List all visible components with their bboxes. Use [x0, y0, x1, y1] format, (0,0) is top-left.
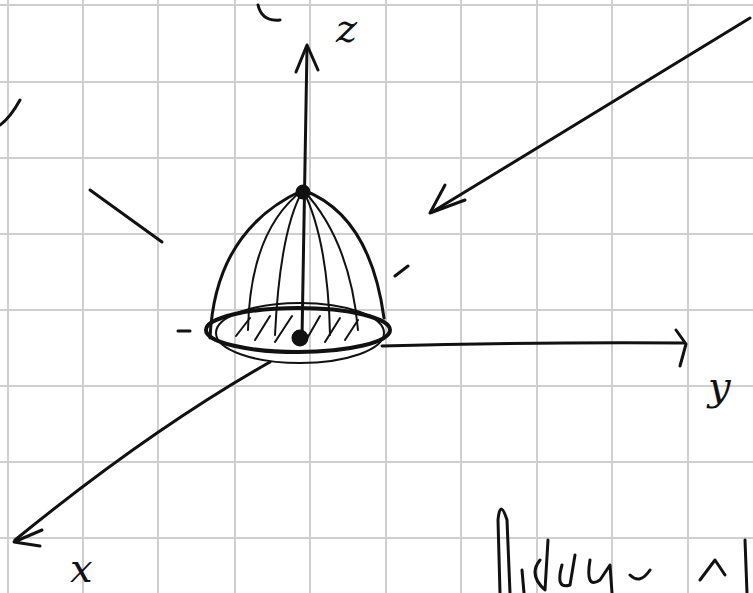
- cropped-handwriting: [498, 509, 747, 593]
- dome-outline: [210, 190, 384, 338]
- axis-label: x: [70, 548, 93, 588]
- y-arrowhead: [676, 330, 686, 366]
- x-axis: [15, 362, 270, 540]
- stray-stroke: [0, 100, 20, 125]
- origin-dot: [293, 331, 307, 345]
- pointer-arrow: [432, 18, 750, 212]
- pointer-arrowhead: [430, 185, 465, 213]
- stray-stroke: [90, 190, 162, 242]
- x-arrowhead: [14, 530, 42, 546]
- dome-meridians: [248, 190, 358, 335]
- apex-dot: [297, 186, 309, 198]
- base-disk-outline: [216, 303, 384, 363]
- stray-stroke: [258, 5, 280, 20]
- axis-label: y: [708, 366, 731, 406]
- axis-label: z: [336, 8, 357, 48]
- z-arrowhead: [296, 45, 318, 72]
- y-axis: [382, 343, 684, 346]
